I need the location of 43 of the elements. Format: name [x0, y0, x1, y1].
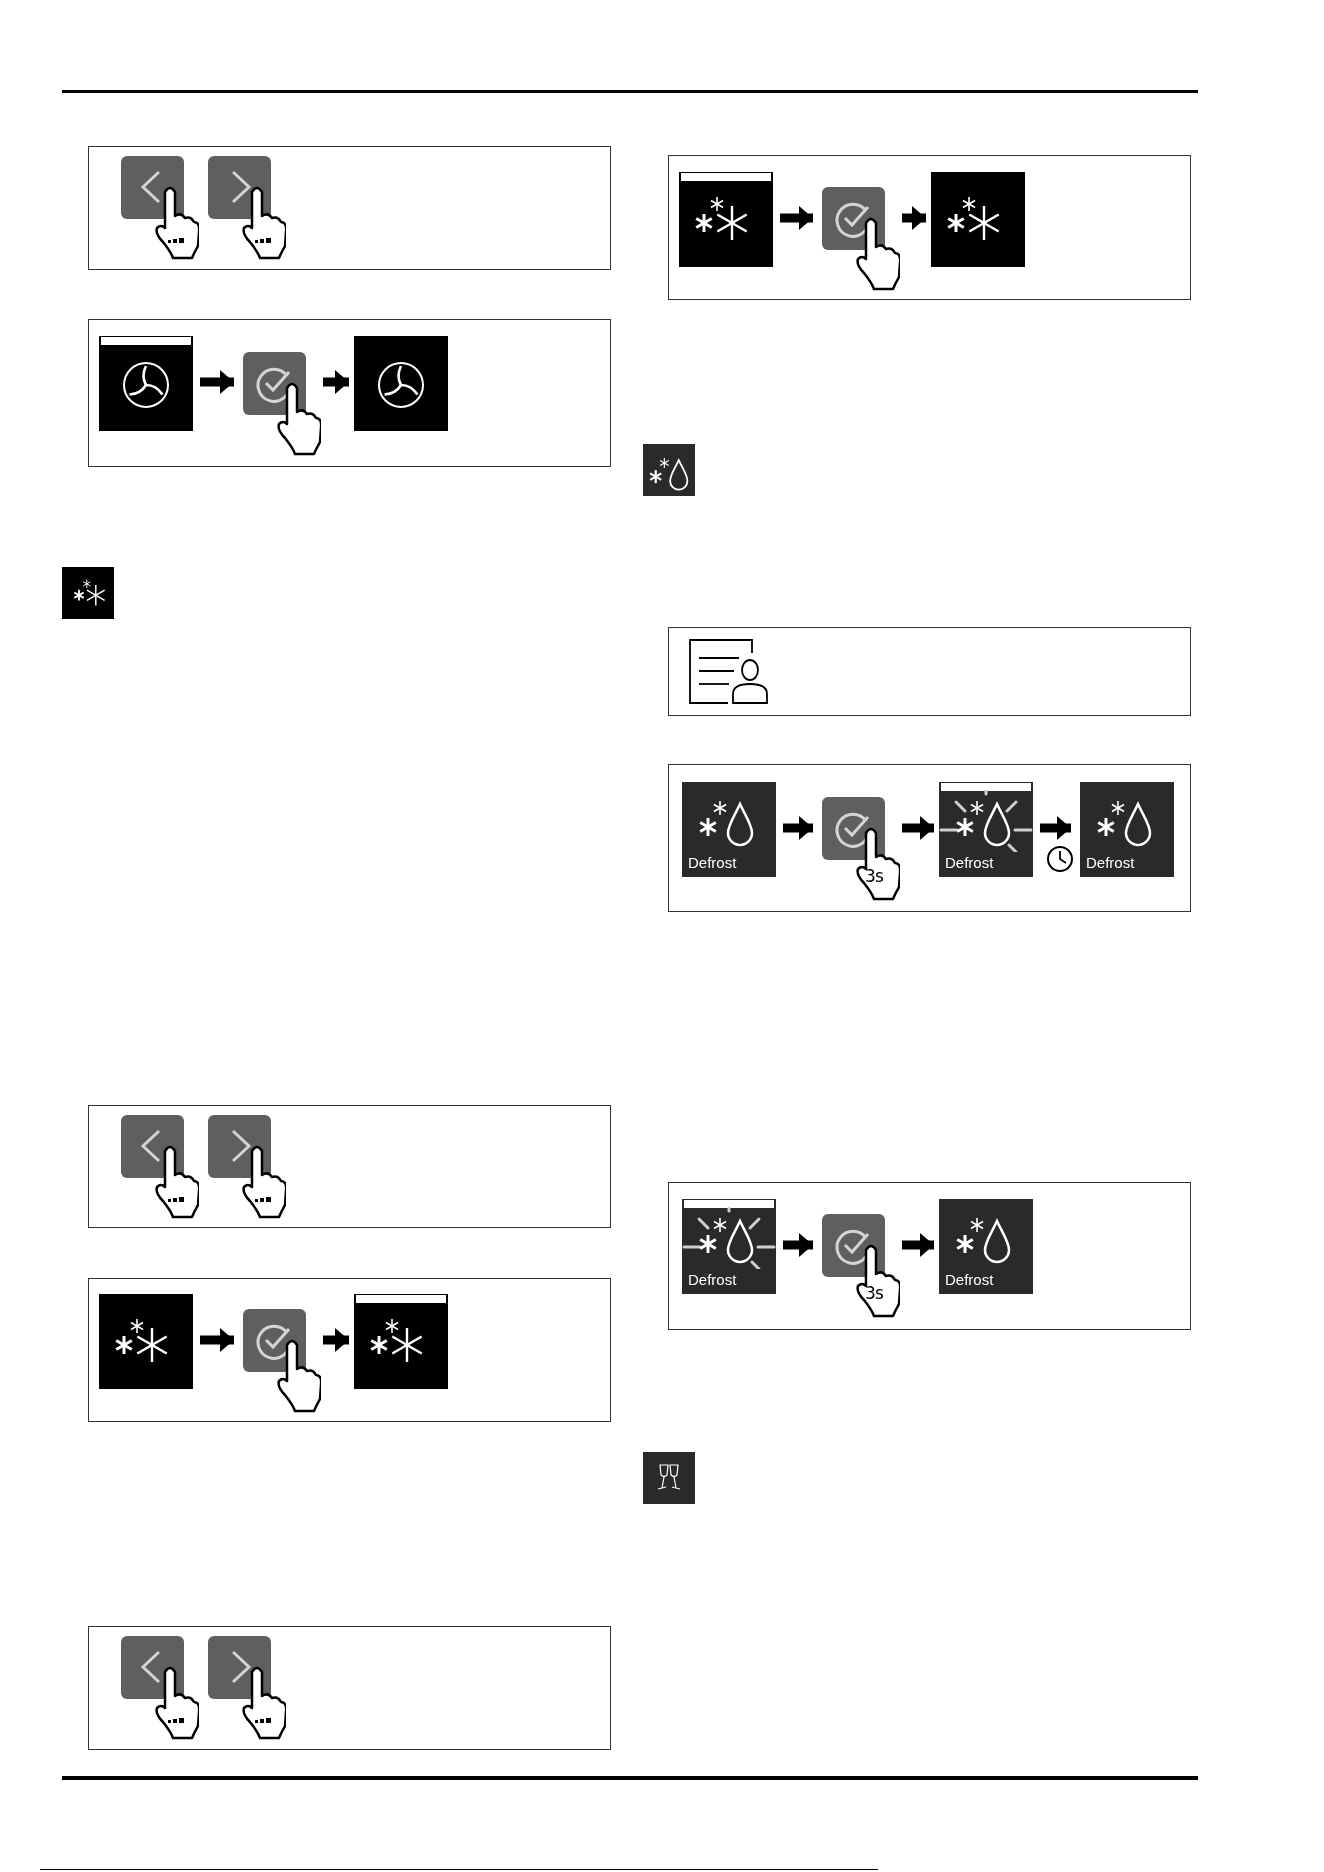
instruction-panel — [668, 155, 1191, 300]
display-tile — [99, 1294, 193, 1389]
instruction-panel — [668, 627, 1191, 716]
arrow — [902, 1233, 934, 1257]
display-label: Defrost — [1086, 854, 1135, 873]
arrow — [780, 206, 813, 230]
display-tile — [354, 336, 448, 431]
instruction-panel — [88, 1278, 611, 1422]
button-press-drawing — [822, 187, 900, 291]
arrow — [200, 370, 234, 394]
instruction-panel — [668, 1182, 1191, 1330]
display-tile — [931, 172, 1025, 267]
display-label: Defrost — [945, 1271, 994, 1290]
arrow — [1040, 816, 1071, 840]
display-tile — [682, 1199, 776, 1294]
instruction-panel — [88, 319, 611, 467]
display-tile — [1080, 782, 1174, 877]
display-tile — [679, 172, 773, 267]
display-tile — [939, 782, 1033, 877]
arrow — [323, 370, 349, 394]
display-tile — [99, 336, 193, 431]
button-press-drawing — [243, 352, 321, 456]
arrow — [783, 1233, 813, 1257]
duration-label: 3s — [865, 868, 883, 885]
display-label: Defrost — [688, 854, 737, 873]
instruction-panel — [668, 764, 1191, 912]
instruction-panel — [88, 146, 611, 270]
display-tile — [939, 1199, 1033, 1294]
arrow — [323, 1328, 349, 1352]
arrow — [200, 1328, 234, 1352]
arrow — [783, 816, 813, 840]
button-press-drawing — [243, 1309, 321, 1413]
arrow — [902, 816, 934, 840]
display-tile — [682, 782, 776, 877]
display-label: Defrost — [945, 854, 994, 873]
button-press-drawing — [822, 1214, 900, 1318]
button-press-drawing — [822, 797, 900, 901]
instruction-panel — [88, 1105, 611, 1228]
arrow — [902, 206, 926, 230]
instruction-panel — [88, 1626, 611, 1750]
display-tile — [354, 1294, 448, 1389]
duration-label: 3s — [865, 1285, 883, 1302]
display-label: Defrost — [688, 1271, 737, 1290]
